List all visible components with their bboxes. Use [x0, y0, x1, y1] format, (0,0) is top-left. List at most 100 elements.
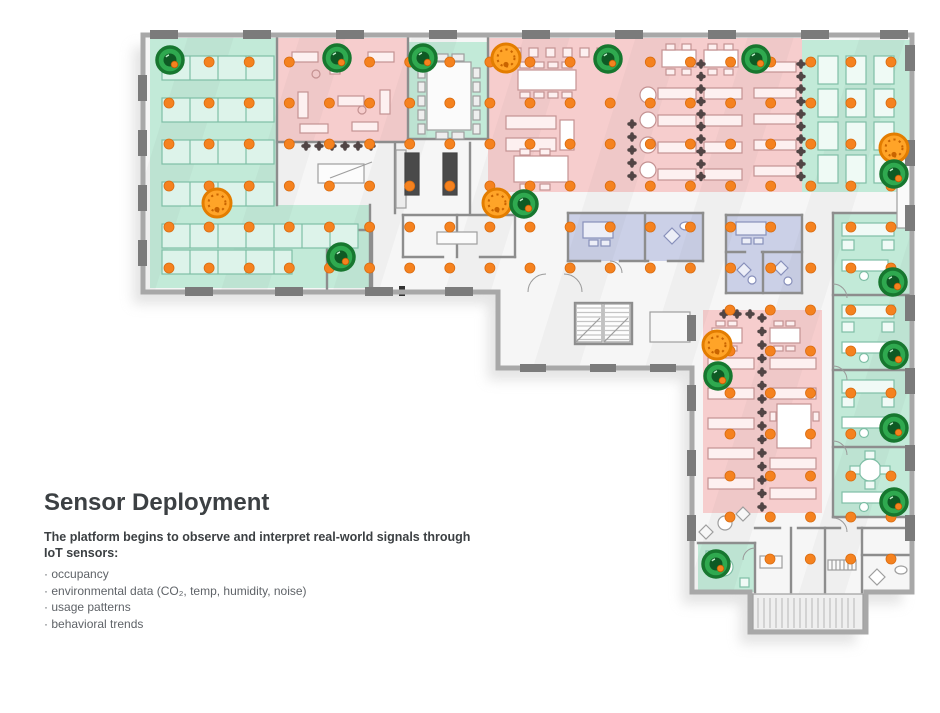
- sensor-dot: [163, 138, 175, 150]
- sensor-dot: [203, 138, 215, 150]
- sensor-dot: [364, 180, 376, 192]
- sensor-dot: [444, 138, 456, 150]
- sensor-dot: [845, 511, 857, 523]
- sensor-dot: [685, 56, 696, 68]
- sensor-dot: [805, 56, 817, 68]
- occupancy-sensor-icon: [593, 44, 623, 74]
- sensor-dot: [364, 97, 376, 109]
- sensor-dot: [644, 221, 656, 233]
- bullet-behavioral: behavioral trends: [44, 616, 474, 633]
- sensor-dot: [805, 428, 816, 440]
- sensor-dot: [243, 262, 255, 274]
- sensor-dot: [845, 97, 857, 109]
- sensor-dot: [243, 138, 255, 150]
- occupancy-sensor-icon: [879, 487, 909, 517]
- sensor-dot: [163, 221, 175, 233]
- sensor-dot: [724, 387, 736, 399]
- sensor-dot: [805, 387, 816, 399]
- environment-sensor-icon: [490, 42, 522, 74]
- sensor-dot: [725, 56, 736, 68]
- sensor-dot: [805, 304, 816, 316]
- sensor-dot: [283, 138, 295, 150]
- sensor-dot: [564, 262, 576, 274]
- sensor-dot: [805, 345, 816, 357]
- environment-sensor-icon: [878, 132, 910, 164]
- sensor-dot: [564, 56, 576, 68]
- sensor-dot: [644, 138, 656, 150]
- sensor-dot: [685, 138, 696, 150]
- sensor-dot: [725, 97, 736, 109]
- sensor-dot: [243, 97, 255, 109]
- sensor-dot: [845, 428, 857, 440]
- sensor-dot: [444, 56, 456, 68]
- sensor-dot: [765, 221, 777, 233]
- sensor-dot: [243, 180, 255, 192]
- sensor-dot: [364, 221, 376, 233]
- sensor-dot: [765, 97, 777, 109]
- sensor-dot: [283, 221, 295, 233]
- sensor-dot: [885, 221, 897, 233]
- sensor-dot: [404, 221, 416, 233]
- sensor-dot: [805, 511, 816, 523]
- door-arcs: [527, 260, 848, 561]
- intro-text: The platform begins to observe and inter…: [44, 530, 471, 560]
- sensor-dot: [564, 180, 576, 192]
- sensor-dot: [885, 470, 897, 482]
- sensor-dot: [524, 221, 536, 233]
- sensor-dot: [845, 221, 857, 233]
- sensor-dot: [604, 262, 616, 274]
- sensor-dot: [404, 138, 416, 150]
- environment-sensor-icon: [201, 187, 233, 219]
- sensor-dot: [444, 97, 456, 109]
- sensor-dot: [725, 180, 736, 192]
- sensor-dot: [404, 97, 416, 109]
- bullet-list: occupancy environmental data (CO₂, temp,…: [44, 566, 474, 632]
- sensor-dot: [163, 180, 175, 192]
- sensor-dot: [203, 97, 215, 109]
- sensor-dot: [804, 553, 816, 565]
- sensor-dot: [845, 304, 857, 316]
- plants: [301, 59, 806, 512]
- sensor-dot: [323, 97, 335, 109]
- sensor-dot: [764, 511, 776, 523]
- sensor-dot: [764, 428, 776, 440]
- sensor-dot: [604, 138, 616, 150]
- sensor-dot: [845, 387, 857, 399]
- occupancy-sensor-icon: [879, 413, 909, 443]
- environment-sensor-icon: [701, 329, 733, 361]
- sensor-dot: [364, 56, 376, 68]
- sensor-dot: [564, 221, 576, 233]
- sensor-dot: [203, 56, 215, 68]
- sensor-dot: [885, 97, 897, 109]
- environment-sensor-icon: [481, 187, 513, 219]
- wall-piers: [138, 30, 915, 541]
- sensor-dot: [845, 56, 857, 68]
- sensor-dot: [163, 97, 175, 109]
- sensor-dot: [283, 180, 295, 192]
- sensor-dot: [885, 56, 897, 68]
- sensor-dot: [764, 304, 776, 316]
- caption-panel: Sensor Deployment The platform begins to…: [44, 490, 474, 632]
- page-title: Sensor Deployment: [44, 489, 270, 516]
- sensor-dot: [364, 138, 376, 150]
- sensor-dot: [484, 97, 496, 109]
- sensor-dot: [725, 221, 736, 233]
- sensor-dot: [644, 262, 656, 274]
- sensor-dot: [845, 180, 857, 192]
- sensor-dot: [524, 56, 536, 68]
- sensor-dot: [805, 470, 816, 482]
- sensor-dot: [203, 262, 215, 274]
- sensor-dot: [805, 97, 817, 109]
- sensor-dot: [764, 387, 776, 399]
- sensor-dot: [724, 470, 736, 482]
- sensor-dot: [444, 262, 456, 274]
- sensor-dot: [484, 221, 496, 233]
- sensor-dot: [685, 180, 696, 192]
- bullet-environmental: environmental data (CO₂, temp, humidity,…: [44, 583, 474, 600]
- occupancy-sensor-icon: [703, 361, 733, 391]
- sensor-dot: [604, 180, 616, 192]
- sensor-dot: [644, 97, 656, 109]
- sensor-dot: [685, 262, 696, 274]
- sensor-dot: [765, 262, 777, 274]
